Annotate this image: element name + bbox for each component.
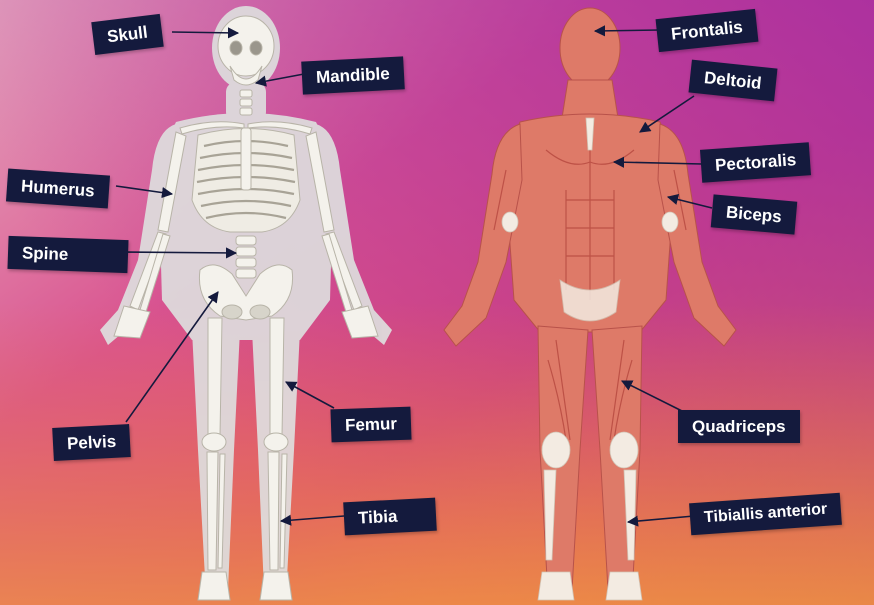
frontalis-arrow [595,30,660,31]
label-quadriceps: Quadriceps [678,410,800,443]
label-mandible: Mandible [301,56,404,94]
label-femur: Femur [330,407,411,443]
label-humerus: Humerus [6,168,110,208]
label-spine: Spine [7,236,128,273]
label-tibia: Tibia [343,498,437,536]
label-pelvis: Pelvis [52,424,131,461]
skull-arrow [172,32,238,33]
spine-arrow [118,252,236,253]
